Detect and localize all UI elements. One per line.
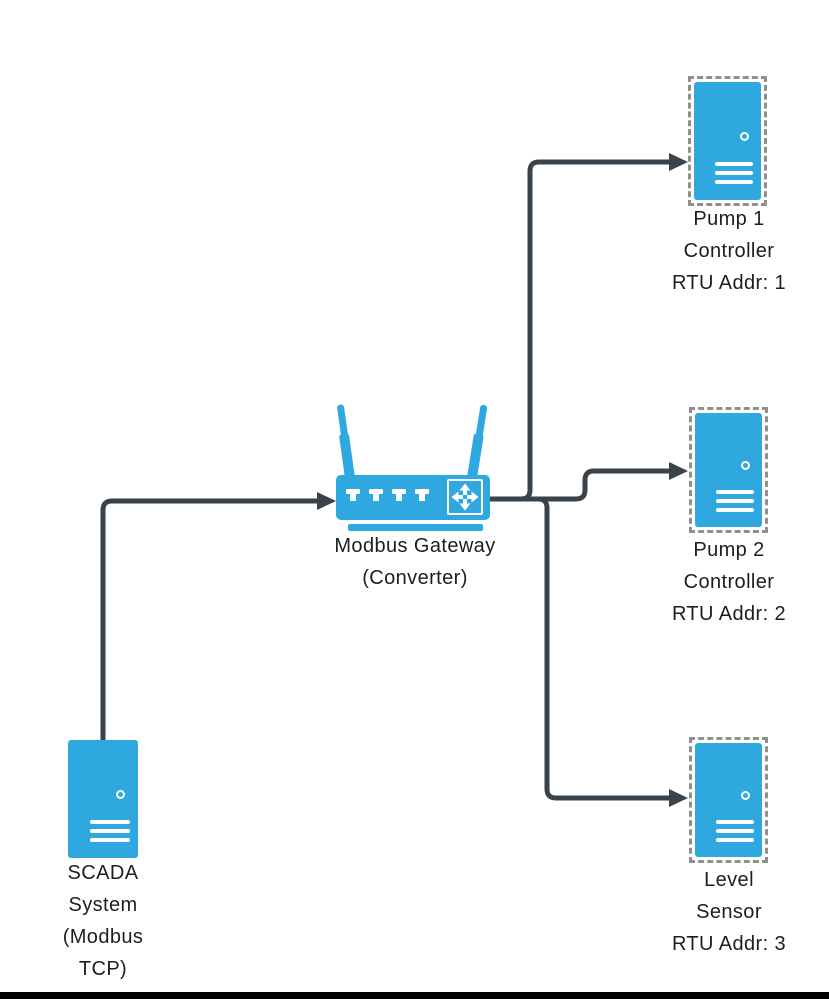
edge-line (490, 159, 670, 502)
arrowhead-icon (669, 789, 688, 807)
node-pump1-controller[interactable] (688, 76, 767, 206)
arrowhead-icon (669, 153, 688, 171)
router-base-bar (348, 524, 483, 531)
vent-lines-icon (89, 819, 130, 847)
led-icon (740, 460, 750, 470)
edge-gateway-to-pump2[interactable] (490, 462, 688, 502)
node-level-sensor[interactable] (689, 737, 768, 863)
vent-lines-icon (714, 161, 753, 189)
node-label-pump2: Pump 2 Controller RTU Addr: 2 (671, 539, 787, 625)
edge-scada-to-gateway[interactable] (100, 492, 336, 740)
node-label-gateway: Modbus Gateway (Converter) (334, 535, 496, 589)
ethernet-port-icon (392, 489, 406, 501)
edge-line (100, 498, 318, 740)
node-label-level-sensor: Level Sensor RTU Addr: 3 (671, 869, 787, 955)
arrowhead-icon (317, 492, 336, 510)
edge-line (490, 496, 670, 801)
ethernet-port-icon (415, 489, 429, 501)
node-label-scada: SCADA System (Modbus TCP) (62, 862, 144, 980)
node-label-pump1: Pump 1 Controller RTU Addr: 1 (671, 208, 787, 294)
route-arrows-icon (447, 479, 483, 515)
edge-gateway-to-level-sensor[interactable] (490, 496, 688, 807)
vent-lines-icon (715, 489, 754, 517)
wireless-router-icon (336, 475, 490, 520)
led-icon (739, 131, 749, 141)
node-scada[interactable] (68, 740, 138, 858)
led-icon (740, 790, 750, 800)
node-pump2-controller[interactable] (689, 407, 768, 533)
edge-line (490, 468, 670, 502)
server-icon (695, 743, 762, 857)
ethernet-port-icon (369, 489, 383, 501)
ethernet-port-icon (346, 489, 360, 501)
led-icon (115, 789, 125, 799)
arrowhead-icon (669, 462, 688, 480)
server-icon (695, 413, 762, 527)
vent-lines-icon (715, 819, 754, 847)
bottom-bar (0, 992, 829, 999)
server-icon (694, 82, 761, 200)
